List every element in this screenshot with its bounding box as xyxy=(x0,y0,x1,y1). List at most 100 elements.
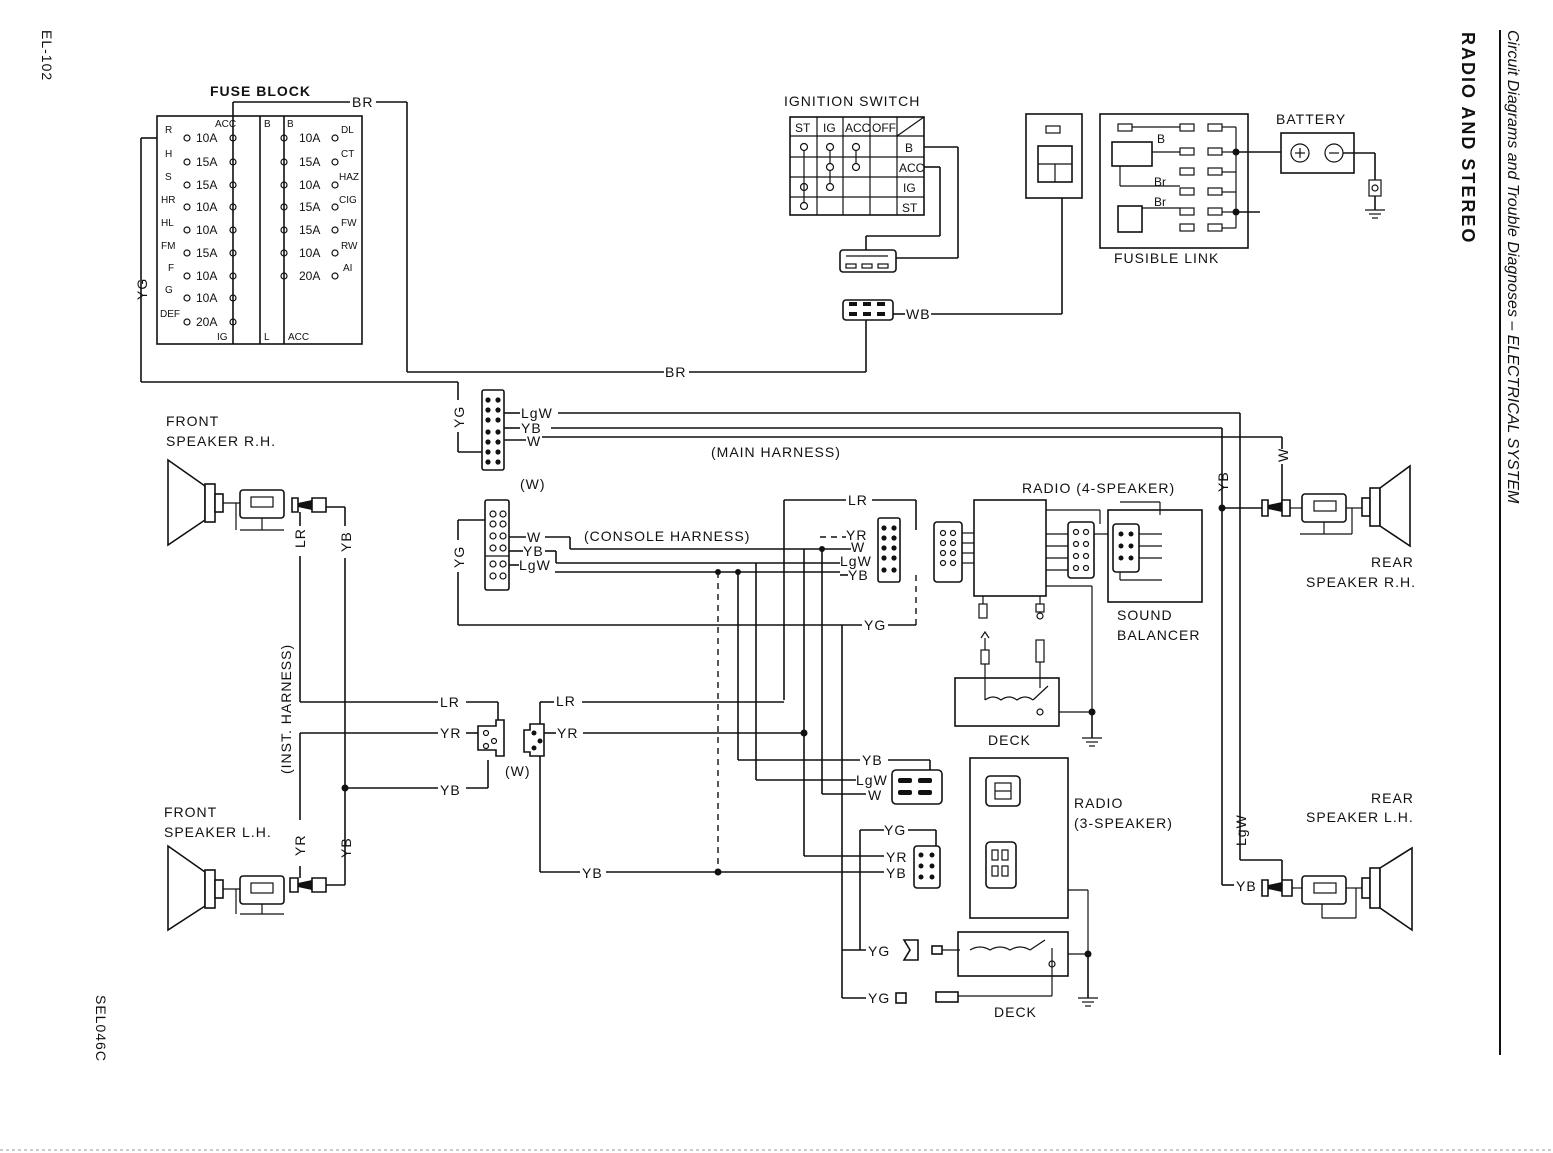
rear-speaker-rh: REAR SPEAKER R.H. xyxy=(1261,464,1415,590)
fuse-left-2: S 15A xyxy=(165,172,237,192)
figure-code: SEL046C xyxy=(93,995,109,1062)
page-number: EL-102 xyxy=(39,30,55,81)
radio-4-speaker: RADIO (4-SPEAKER) xyxy=(933,480,1174,712)
wire-r3-lgw: LgW xyxy=(856,772,888,788)
ignition-connector: WB xyxy=(842,198,1063,322)
deck-upper: DECK xyxy=(954,630,1102,748)
svg-text:S: S xyxy=(165,172,172,183)
console-harness-connector: W YB LgW (CONSOLE HARNESS) xyxy=(484,499,750,591)
svg-text:10A: 10A xyxy=(299,246,320,260)
rear-rh-title-1: REAR xyxy=(1371,554,1414,570)
radio3-speaker-connector xyxy=(891,769,943,805)
ignition-switch: IGNITION SWITCH ST IG ACC OFF B ACC IG S… xyxy=(784,93,959,273)
radio3-title-2: (3-SPEAKER) xyxy=(1074,815,1173,831)
wire-rear-w: W xyxy=(1275,448,1291,462)
svg-text:10A: 10A xyxy=(299,178,320,192)
wire-r4-lgw: LgW xyxy=(840,553,872,569)
wire-r3-yg: YG xyxy=(884,822,906,838)
fuse-bottom-acc: ACC xyxy=(288,332,309,343)
sound-balancer-title-1: SOUND xyxy=(1117,607,1173,623)
ign-row-b: B xyxy=(905,141,913,155)
radio4-harness-connector: YR W LgW YB xyxy=(840,517,901,583)
fuse-top-b1: B xyxy=(264,119,271,130)
wire-deck-yg1: YG xyxy=(868,943,890,959)
svg-text:AI: AI xyxy=(343,263,352,274)
svg-text:10A: 10A xyxy=(299,131,320,145)
fuse-right-6: 20A AI xyxy=(280,263,352,283)
wire-rear-lh-yb: YB xyxy=(1236,878,1257,894)
fusible-b: B xyxy=(1157,132,1165,146)
wire-r3-w: W xyxy=(868,787,882,803)
fuse-block-title: FUSE BLOCK xyxy=(210,83,311,99)
wire-wb: WB xyxy=(906,306,931,322)
conn-w-label-1: (W) xyxy=(520,476,546,492)
front-speaker-lh: FRONT SPEAKER L.H. xyxy=(164,804,346,932)
svg-text:15A: 15A xyxy=(196,155,217,169)
fuse-bottom-ig: IG xyxy=(217,332,228,343)
section-title: RADIO AND STEREO xyxy=(1458,32,1478,244)
conn-w-label-2: (W) xyxy=(505,763,531,779)
fuse-top-acc: ACC xyxy=(215,119,236,130)
wire-bottom-yb: YB xyxy=(582,865,603,881)
wire-con-lgw: LgW xyxy=(519,557,551,573)
svg-text:G: G xyxy=(165,285,173,296)
svg-text:H: H xyxy=(165,149,172,160)
wire-r3-yb: YB xyxy=(862,752,883,768)
fuse-left-1: H 15A xyxy=(165,149,237,169)
fuse-left-5: FM 15A xyxy=(161,241,237,260)
wire-yg-console: YG xyxy=(451,546,467,568)
wire-r3-yr: YR xyxy=(886,849,907,865)
wire-yg-mid: YG xyxy=(864,617,886,633)
wire-inst-yb: YB xyxy=(440,782,461,798)
svg-text:HR: HR xyxy=(161,195,175,206)
svg-text:15A: 15A xyxy=(299,155,320,169)
ign-row-acc: ACC xyxy=(899,161,925,175)
console-harness-label: (CONSOLE HARNESS) xyxy=(584,528,750,544)
ign-col-ig: IG xyxy=(823,121,836,135)
main-harness-connector: LgW YB W (W) xyxy=(481,389,553,492)
svg-text:HAZ: HAZ xyxy=(339,172,359,183)
svg-text:DEF: DEF xyxy=(160,309,180,320)
radio-3-speaker: RADIO (3-SPEAKER) xyxy=(969,757,1173,954)
fusible-link-title: FUSIBLE LINK xyxy=(1114,250,1219,266)
wire-main-lgw: LgW xyxy=(521,405,553,421)
sound-balancer: SOUND BALANCER xyxy=(1107,501,1203,643)
ign-col-acc: ACC xyxy=(845,121,871,135)
wire-yg-main: YG xyxy=(451,406,467,428)
rear-speaker-lh: REAR SPEAKER L.H. LgW YB xyxy=(1222,790,1414,932)
svg-text:20A: 20A xyxy=(299,269,320,283)
ignition-switch-title: IGNITION SWITCH xyxy=(784,93,920,109)
svg-text:15A: 15A xyxy=(196,178,217,192)
wire-r4-yr: YR xyxy=(846,527,867,543)
fuse-link-box-small xyxy=(1025,113,1083,199)
svg-text:10A: 10A xyxy=(196,269,217,283)
svg-text:15A: 15A xyxy=(196,246,217,260)
main-harness-label: (MAIN HARNESS) xyxy=(711,444,841,460)
svg-text:15A: 15A xyxy=(299,200,320,214)
rear-lh-title-2: SPEAKER L.H. xyxy=(1306,809,1414,825)
wire-front-lh-yr: YR xyxy=(292,835,308,856)
running-head: Circuit Diagrams and Trouble Diagnoses –… xyxy=(1504,30,1521,504)
inst-harness-connector: (W) xyxy=(477,719,545,779)
fuse-bottom-l: L xyxy=(264,332,270,343)
battery-title: BATTERY xyxy=(1276,111,1346,127)
svg-text:F: F xyxy=(168,263,174,274)
front-lh-title-1: FRONT xyxy=(164,804,217,820)
fusible-br1: Br xyxy=(1154,175,1166,189)
radio3-title-1: RADIO xyxy=(1074,795,1123,811)
wire-inst-lr: LR xyxy=(440,694,460,710)
fuse-left-6: F 10A xyxy=(168,263,237,283)
svg-text:FM: FM xyxy=(161,241,175,252)
wire-r3-yb2: YB xyxy=(886,865,907,881)
wire-main-w: W xyxy=(527,433,541,449)
